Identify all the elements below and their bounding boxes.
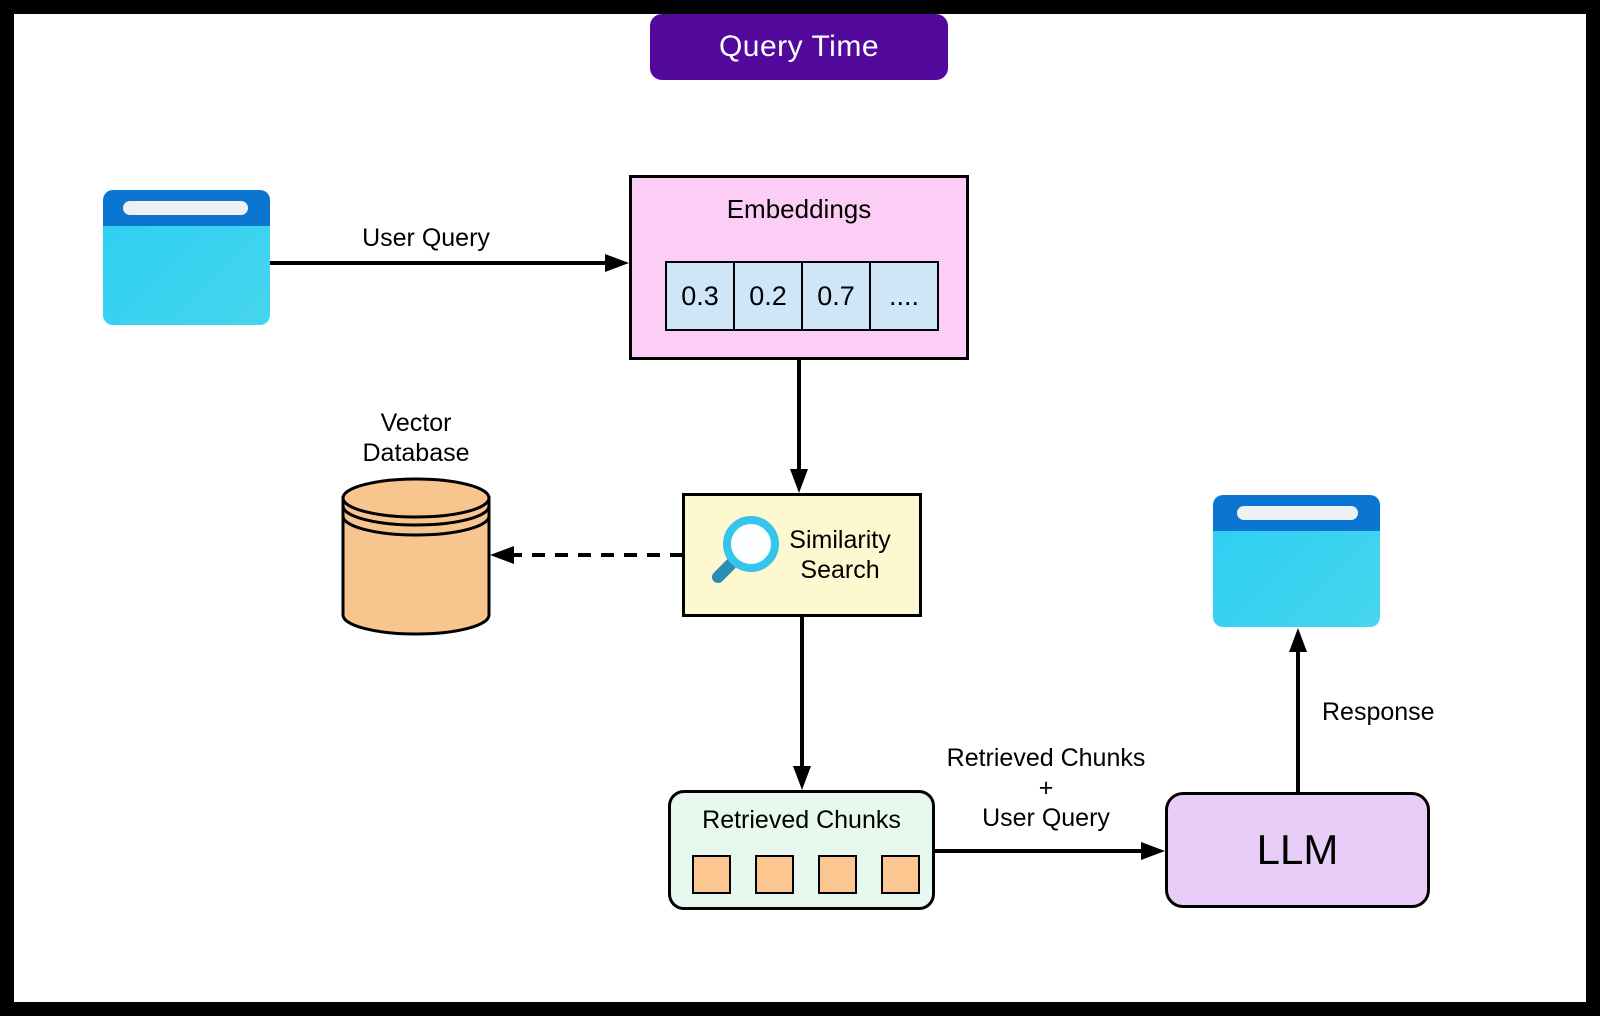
embeddings-title: Embeddings xyxy=(726,194,872,224)
response-edge-label: Response xyxy=(1322,698,1435,726)
search-icon xyxy=(712,516,779,583)
embedding-cell: 0.7 xyxy=(801,261,871,331)
chunk-square xyxy=(881,855,920,894)
similarity-search-label: Similarity Search xyxy=(789,526,891,584)
chunk-square xyxy=(692,855,731,894)
browser-titlebar xyxy=(1213,495,1380,531)
chunk-square xyxy=(818,855,857,894)
embedding-vector: 0.3 0.2 0.7 .... xyxy=(665,261,939,331)
user-browser-window-icon xyxy=(103,190,270,325)
llm-label: LLM xyxy=(1256,826,1339,873)
retrieved-chunks-node: Retrieved Chunks xyxy=(668,790,935,910)
chunk-squares xyxy=(692,855,920,894)
browser-content xyxy=(1213,531,1380,627)
response-browser-window-icon xyxy=(1213,495,1380,627)
embeddings-node: Embeddings 0.3 0.2 0.7 .... xyxy=(629,175,969,360)
embedding-cell: 0.2 xyxy=(733,261,803,331)
vector-database-label: Vector Database xyxy=(362,409,470,467)
query-time-badge: Query Time xyxy=(650,14,948,80)
embedding-cell: .... xyxy=(869,261,939,331)
chunk-square xyxy=(755,855,794,894)
address-bar xyxy=(1237,506,1358,520)
chunks-to-llm-edge-label: Retrieved Chunks + User Query xyxy=(946,744,1146,832)
llm-node: LLM xyxy=(1165,792,1430,908)
retrieved-chunks-title: Retrieved Chunks xyxy=(702,806,901,834)
similarity-search-node: Similarity Search xyxy=(682,493,922,617)
embedding-cell: 0.3 xyxy=(665,261,735,331)
user-query-edge-label: User Query xyxy=(362,224,490,252)
vector-database-cylinder-icon xyxy=(341,477,491,636)
query-time-label: Query Time xyxy=(718,30,880,63)
browser-titlebar xyxy=(103,190,270,226)
browser-content xyxy=(103,226,270,325)
address-bar xyxy=(123,201,248,215)
